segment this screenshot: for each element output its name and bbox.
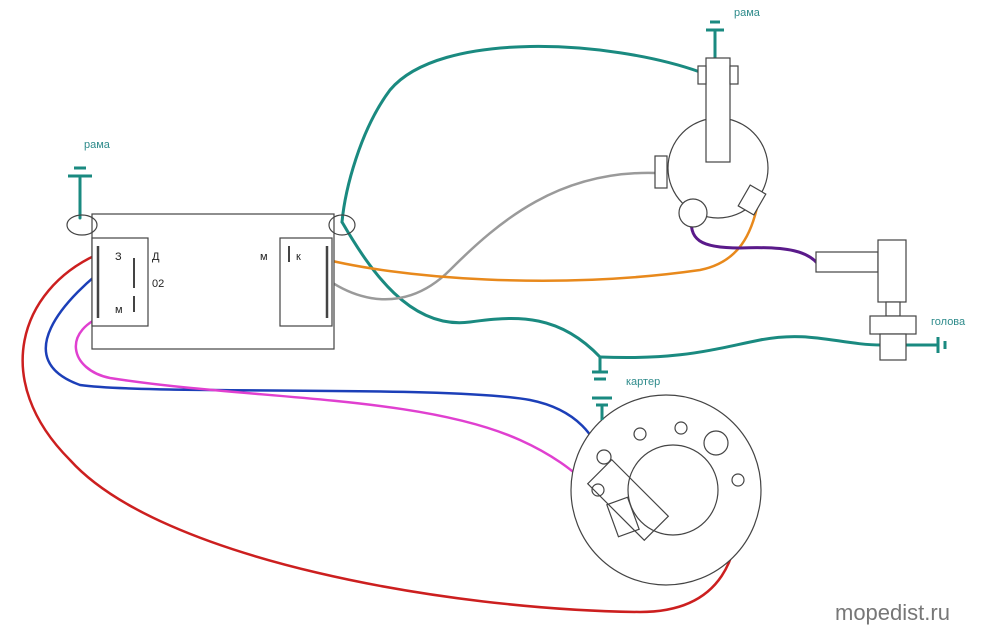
spark-plug-cap-arm xyxy=(815,251,879,273)
stator-hole-4 xyxy=(731,473,745,487)
stator-terminal-blue xyxy=(596,449,612,465)
orange-wire xyxy=(310,201,760,282)
label-crankcase: картер xyxy=(626,376,660,388)
ground-symbol-frame-top xyxy=(706,20,724,32)
spark-plug xyxy=(815,239,917,361)
ignition-coil xyxy=(654,57,769,228)
purple-wire xyxy=(689,212,820,266)
right-contact-block xyxy=(279,237,333,327)
right-ground-terminal xyxy=(328,214,356,236)
pin-label-z: З xyxy=(115,251,122,263)
coil-side-terminal xyxy=(654,155,668,189)
stator-bracket xyxy=(586,458,670,542)
ground-wire-coil-to-switch xyxy=(340,44,702,224)
site-watermark: mopedist.ru xyxy=(835,600,950,625)
stator-hole-3 xyxy=(703,430,729,456)
coil-right-terminal xyxy=(737,184,767,216)
ground-symbols xyxy=(68,20,947,420)
coil-mount-post xyxy=(705,57,731,163)
spark-plug-hex xyxy=(869,315,917,335)
label-frame-top: рама xyxy=(734,7,761,19)
grey-wire xyxy=(298,171,658,301)
ignition-switch-box xyxy=(66,213,356,350)
ground-wire-switch-to-crankcase xyxy=(340,220,602,359)
ground-symbol-frame-left xyxy=(68,166,92,178)
pin-label-m-left: м xyxy=(115,304,123,316)
pin-label-d: Д xyxy=(152,251,160,263)
left-contact-block xyxy=(91,237,149,327)
ground-symbol-crankcase-upper xyxy=(592,370,608,381)
ground-symbol-crankcase-lower xyxy=(592,396,612,420)
spark-plug-insulator xyxy=(885,301,901,317)
magenta-wire xyxy=(74,312,596,491)
ground-wire-crankcase-to-head xyxy=(598,335,884,360)
stator-center-hole xyxy=(627,444,719,536)
stator-hole-1 xyxy=(633,427,647,441)
label-head: голова xyxy=(931,316,966,328)
spark-plug-cap xyxy=(877,239,907,303)
coil-top-lug-right xyxy=(729,65,739,85)
pin-label-m-right: м xyxy=(260,251,268,263)
stator-plate xyxy=(570,394,762,586)
coil-hv-outlet xyxy=(678,198,708,228)
pin-label-02: 02 xyxy=(152,278,164,290)
coil-top-lug xyxy=(697,65,707,85)
left-ground-terminal xyxy=(66,214,98,236)
blue-wire xyxy=(44,256,602,458)
stator-hole-2 xyxy=(674,421,688,435)
ground-symbol-head xyxy=(936,337,947,353)
pin-label-k: к xyxy=(296,251,301,263)
label-frame-left: рама xyxy=(84,139,111,151)
stator-terminal-magenta xyxy=(591,483,605,497)
red-wire xyxy=(21,253,741,614)
spark-plug-thread xyxy=(879,333,907,361)
